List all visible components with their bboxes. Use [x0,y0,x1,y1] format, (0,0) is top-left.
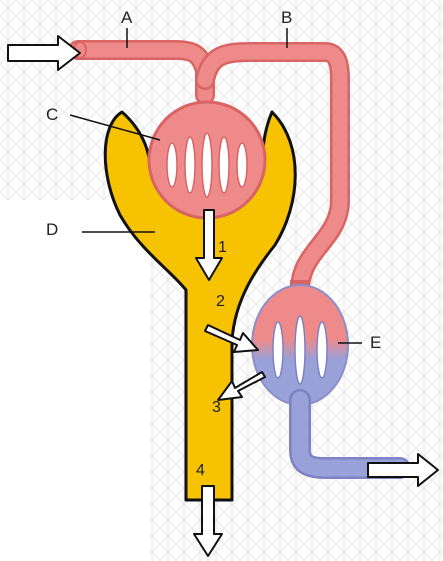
step-4: 4 [196,462,205,479]
capillary-loops [273,316,327,384]
label-c: C [46,105,58,124]
label-a: A [121,8,133,27]
step-3: 3 [212,399,221,416]
label-b: B [281,8,292,27]
step-1: 1 [218,239,227,256]
step-2: 2 [216,293,225,310]
label-e: E [370,333,381,352]
label-d: D [46,220,58,239]
